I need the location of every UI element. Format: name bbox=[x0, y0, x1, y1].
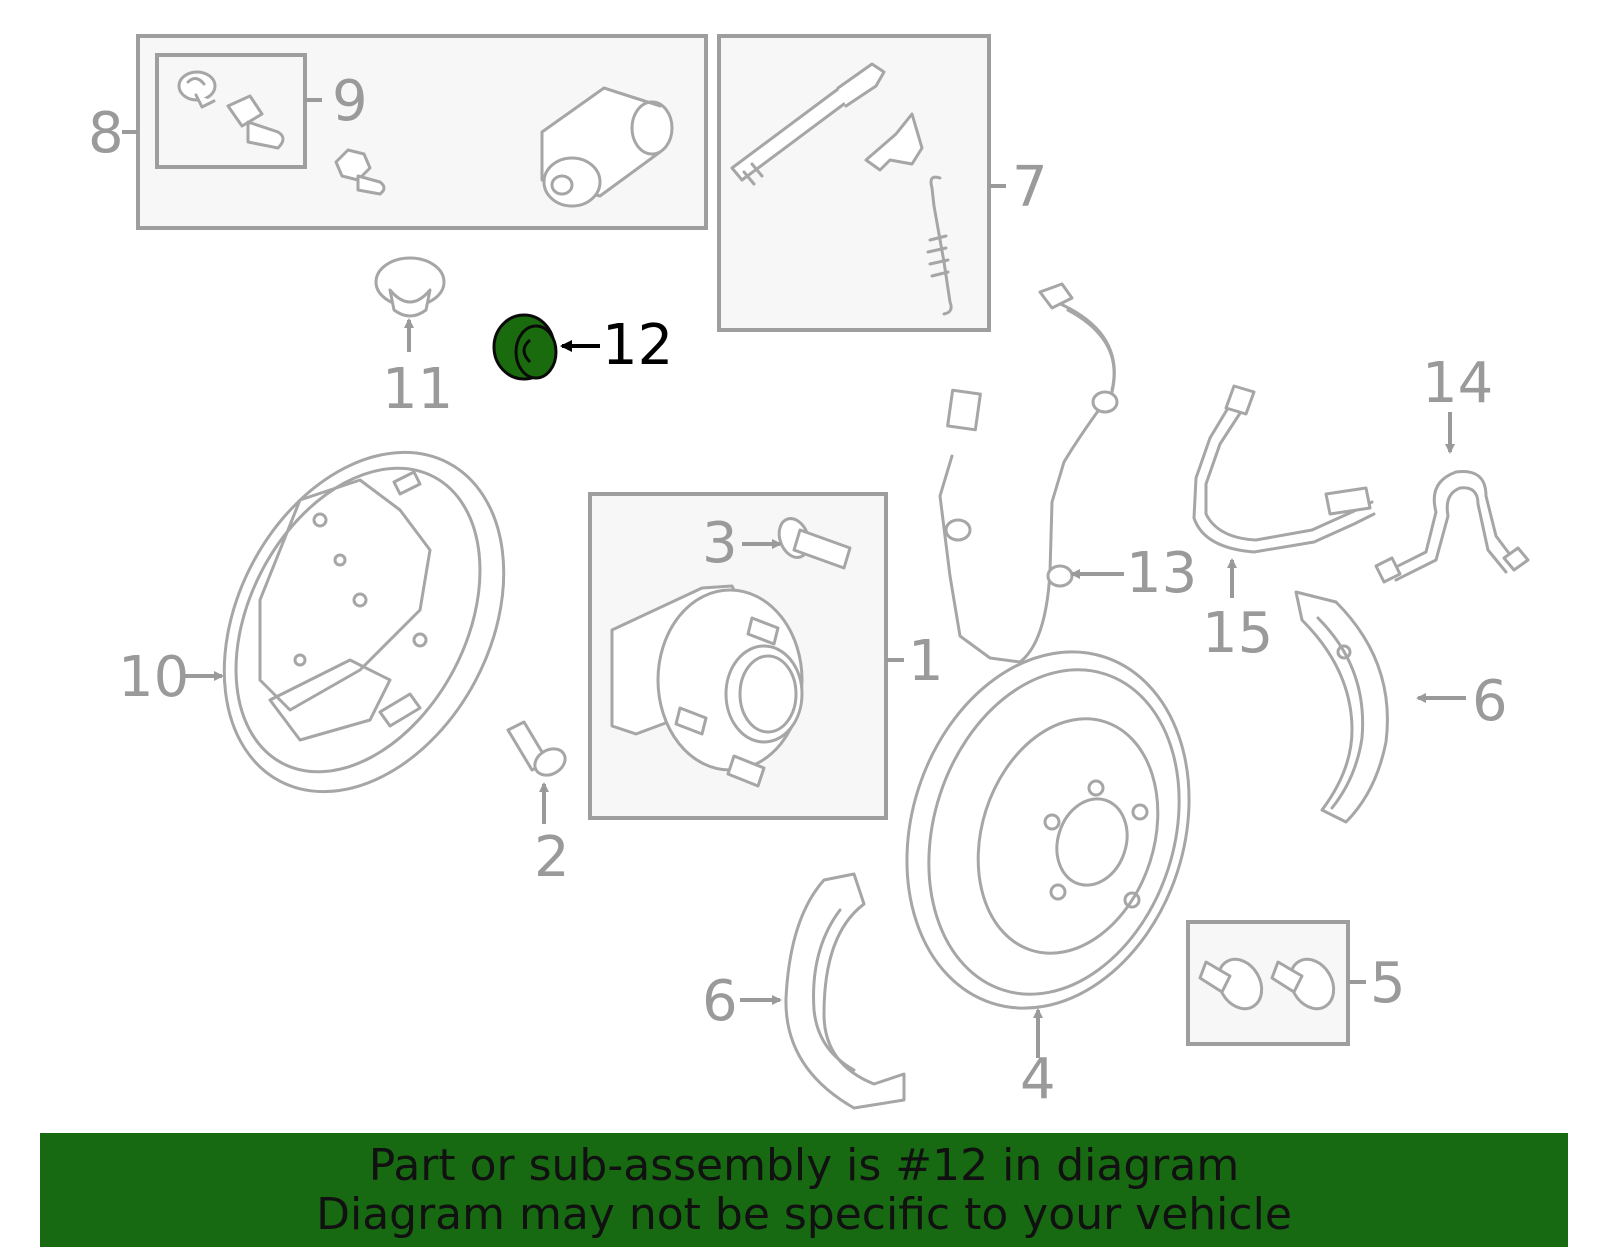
part-4-brake-drum bbox=[905, 650, 1191, 1010]
callout-3: 3 bbox=[702, 511, 738, 576]
banner-line-1: Part or sub-assembly is #12 in diagram bbox=[368, 1140, 1240, 1191]
callout-10: 10 bbox=[118, 645, 189, 710]
callout-12: 12 bbox=[602, 313, 673, 378]
part-12-highlighted bbox=[492, 313, 558, 381]
banner-line-2: Diagram may not be specific to your vehi… bbox=[316, 1189, 1292, 1240]
part-11-grommet bbox=[374, 256, 446, 318]
callout-8: 8 bbox=[88, 101, 124, 166]
part-13-abs-sensor-wire bbox=[938, 282, 1119, 664]
callout-labels: 8 9 7 12 11 14 3 13 15 1 10 6 2 6 5 4 bbox=[88, 69, 1508, 1112]
box-7-adjuster-kit bbox=[717, 34, 991, 332]
box-5-screws bbox=[1186, 920, 1350, 1046]
leader-lines bbox=[122, 98, 1466, 1058]
screw-icon-2 bbox=[1270, 957, 1336, 1011]
callout-4: 4 bbox=[1020, 1047, 1056, 1112]
part-6-brake-shoe-right bbox=[1294, 590, 1389, 824]
bleeder-cap-icon bbox=[334, 148, 386, 196]
box-1-hub-assembly bbox=[588, 492, 888, 820]
part-15-brake-hose bbox=[1192, 384, 1376, 554]
adjuster-rod-icon bbox=[730, 62, 886, 186]
part-10-backing-plate bbox=[222, 450, 506, 794]
part-6-brake-shoe-left bbox=[784, 872, 906, 1110]
callout-7: 7 bbox=[1012, 155, 1048, 220]
callout-11: 11 bbox=[382, 357, 453, 422]
return-spring-icon bbox=[926, 175, 953, 316]
callout-13: 13 bbox=[1126, 541, 1197, 606]
info-banner: Part or sub-assembly is #12 in diagram D… bbox=[40, 1133, 1568, 1247]
bleeder-screw-icon bbox=[177, 70, 285, 150]
part-2-bolt bbox=[506, 720, 567, 777]
hub-bearing-icon bbox=[610, 584, 804, 788]
callout-6-right: 6 bbox=[1472, 669, 1508, 734]
callout-2: 2 bbox=[534, 825, 570, 890]
adjuster-lever-icon bbox=[864, 112, 924, 172]
callout-5: 5 bbox=[1370, 951, 1406, 1016]
callout-6-left: 6 bbox=[702, 969, 738, 1034]
callout-14: 14 bbox=[1422, 351, 1493, 416]
screw-icon bbox=[1198, 957, 1264, 1011]
part-14-brake-line bbox=[1374, 470, 1530, 584]
box-8-wheel-cylinder bbox=[136, 34, 708, 230]
callout-15: 15 bbox=[1202, 601, 1273, 666]
callout-9: 9 bbox=[332, 69, 368, 134]
callout-1: 1 bbox=[908, 629, 944, 694]
wheel-cylinder-icon bbox=[540, 86, 674, 208]
